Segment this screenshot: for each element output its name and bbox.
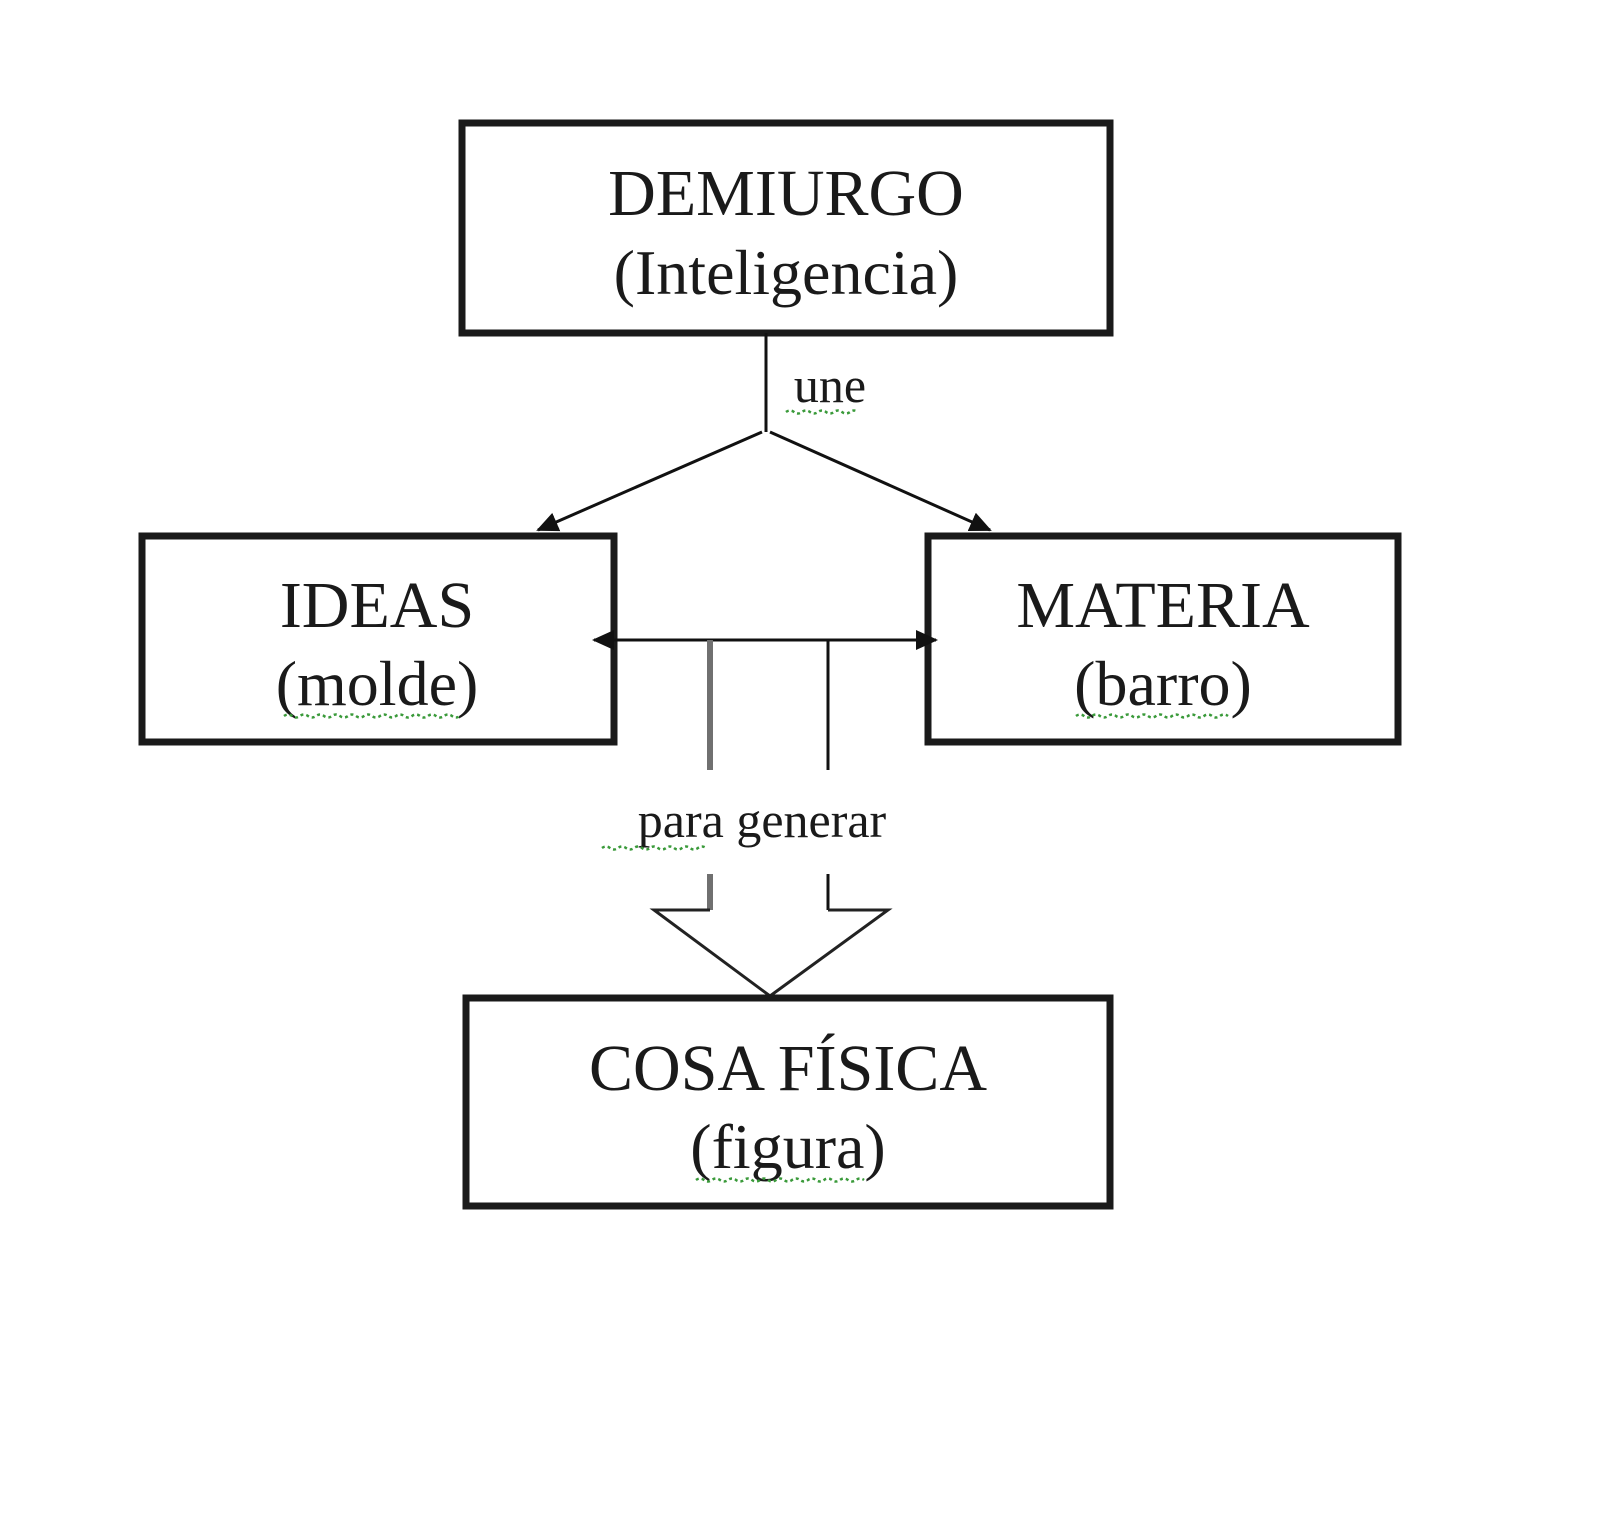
- node-cosa-box: [462, 994, 1114, 1210]
- edge-label-une: une: [794, 357, 866, 413]
- node-cosa-title: COSA FÍSICA: [589, 1032, 987, 1105]
- node-materia-title: MATERIA: [1016, 569, 1310, 642]
- node-ideas-title: IDEAS: [280, 569, 474, 642]
- block-arrow-to-cosa: [649, 874, 893, 998]
- node-demiurgo-box: [458, 119, 1114, 337]
- spellcheck-underline-molde: [283, 713, 461, 719]
- node-ideas-subtitle: (molde): [276, 648, 479, 719]
- block-arrow-head: [649, 908, 893, 998]
- node-ideas: IDEAS (molde): [138, 532, 618, 746]
- node-demiurgo-subtitle: (Inteligencia): [614, 237, 959, 308]
- node-demiurgo-title: DEMIURGO: [608, 157, 964, 230]
- node-ideas-box: [138, 532, 618, 746]
- spellcheck-underline-une: [785, 409, 859, 415]
- node-demiurgo: DEMIURGO (Inteligencia): [458, 119, 1114, 337]
- node-materia: MATERIA (barro): [924, 532, 1402, 746]
- arrow-to-ideas: [536, 430, 763, 532]
- spellcheck-underline-para: [601, 845, 707, 851]
- node-materia-subtitle: (barro): [1074, 648, 1252, 719]
- edge-label-para-generar: para generar: [638, 792, 887, 848]
- node-materia-box: [924, 532, 1402, 746]
- arrow-to-materia: [769, 430, 992, 532]
- spellcheck-underline-barro: [1075, 713, 1229, 719]
- node-cosa-fisica: COSA FÍSICA (figura): [462, 994, 1114, 1210]
- node-cosa-subtitle: (figura): [690, 1111, 885, 1182]
